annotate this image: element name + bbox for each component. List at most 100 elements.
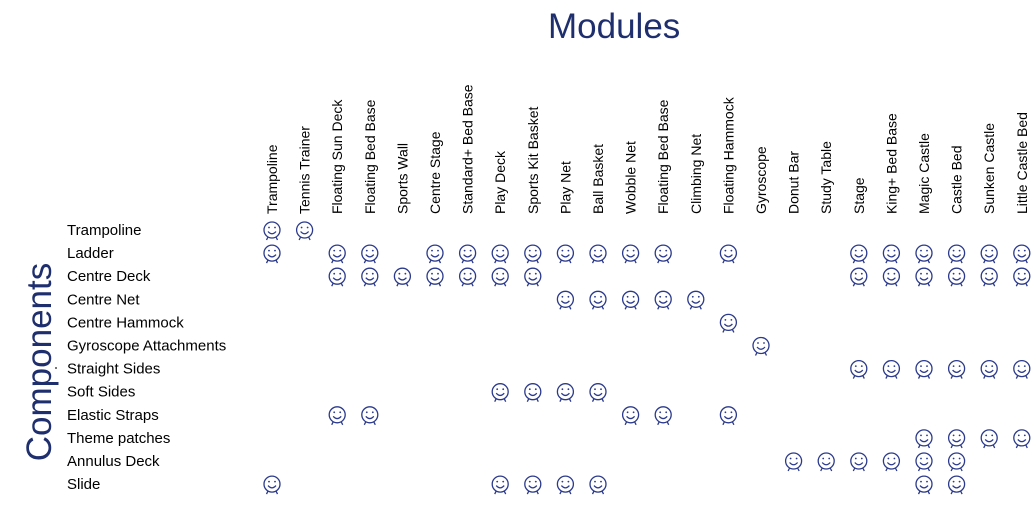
smiley-icon — [458, 244, 477, 264]
stray-dot — [55, 367, 57, 369]
row-label: Centre Hammock — [67, 314, 184, 331]
smiley-icon — [589, 475, 607, 495]
smiley-icon — [556, 244, 575, 264]
row-label: Trampoline — [67, 222, 141, 239]
row-label: Ladder — [67, 245, 114, 262]
smiley-icon — [980, 429, 998, 449]
smiley-icon — [556, 475, 575, 495]
smiley-icon — [947, 244, 966, 264]
smiley-icon — [491, 383, 509, 402]
smiley-icon — [1013, 359, 1031, 379]
smiley-icon — [361, 267, 379, 287]
row-label: Soft Sides — [67, 384, 135, 401]
column-label: Ball Basket — [590, 144, 606, 214]
smiley-icon — [850, 452, 868, 472]
column-label: Study Table — [818, 141, 834, 214]
smiley-icon — [458, 267, 477, 287]
row-label: Annulus Deck — [67, 453, 160, 470]
smiley-icon — [524, 383, 542, 402]
smiley-icon — [556, 290, 575, 310]
column-label: Play Net — [557, 161, 573, 214]
column-label: Donut Bar — [786, 151, 802, 214]
smiley-icon — [263, 221, 281, 241]
smiley-icon — [621, 406, 640, 426]
smiley-icon — [947, 475, 966, 495]
smiley-icon — [263, 475, 281, 495]
smiley-icon — [947, 452, 966, 472]
column-label: Climbing Net — [688, 134, 704, 214]
column-label: Floating Bed Base — [362, 99, 378, 214]
smiley-icon — [328, 267, 346, 287]
smiley-icon — [882, 244, 901, 264]
row-label: Straight Sides — [67, 361, 160, 378]
smiley-icon — [817, 452, 835, 472]
smiley-icon — [947, 429, 966, 449]
smiley-icon — [752, 336, 770, 356]
smiley-icon — [915, 452, 933, 472]
smiley-icon — [915, 244, 933, 264]
smiley-icon — [263, 244, 281, 264]
smiley-icon — [621, 290, 640, 310]
smiley-icon — [654, 290, 672, 310]
column-label: Sunken Castle — [981, 123, 997, 214]
smiley-icon — [850, 267, 868, 287]
smiley-icon — [328, 244, 346, 264]
smiley-icon — [980, 267, 998, 287]
smiley-icon — [980, 244, 998, 264]
smiley-icon — [915, 429, 933, 449]
smiley-icon — [361, 406, 379, 426]
smiley-icon — [491, 475, 509, 495]
row-label: Theme patches — [67, 430, 170, 447]
column-label: Trampoline — [264, 144, 280, 214]
smiley-icon — [621, 244, 640, 264]
column-label: Little Castle Bed — [1014, 112, 1030, 214]
smiley-icon — [882, 267, 901, 287]
column-label: Sports Kit Basket — [525, 107, 541, 214]
chart-title: Modules — [548, 7, 681, 46]
smiley-icon — [687, 290, 705, 310]
smiley-icon — [295, 221, 314, 241]
smiley-icon — [784, 452, 803, 472]
smiley-icon — [1013, 429, 1031, 449]
row-label: Elastic Straps — [67, 407, 159, 424]
column-label: Wobble Net — [623, 141, 639, 214]
smiley-icon — [1013, 244, 1031, 264]
smiley-icon — [361, 244, 379, 264]
smiley-icon — [491, 267, 509, 287]
column-label: Centre Stage — [427, 131, 443, 214]
column-label: Play Deck — [492, 150, 508, 214]
smiley-icon — [1013, 267, 1031, 287]
row-label: Centre Net — [67, 291, 140, 308]
smiley-icon — [393, 267, 412, 287]
row-label: Slide — [67, 476, 100, 493]
column-label: Sports Wall — [394, 143, 410, 214]
smiley-icon — [850, 244, 868, 264]
smiley-icon — [719, 406, 738, 426]
column-label: Floating Hammock — [720, 96, 736, 214]
smiley-icon — [947, 359, 966, 379]
smiley-icon — [524, 475, 542, 495]
column-label: King+ Bed Base — [883, 113, 899, 214]
smiley-icon — [556, 383, 575, 402]
smiley-icon — [915, 267, 933, 287]
smiley-icon — [328, 406, 346, 426]
smiley-icon — [426, 267, 444, 287]
smiley-icon — [491, 244, 509, 264]
smiley-icon — [589, 244, 607, 264]
smiley-icon — [719, 244, 738, 264]
smiley-icon — [654, 406, 672, 426]
column-label: Gyroscope — [753, 146, 769, 214]
column-label: Magic Castle — [916, 133, 932, 214]
smiley-icon — [882, 452, 901, 472]
smiley-icon — [850, 359, 868, 379]
column-label: Castle Bed — [949, 146, 965, 214]
column-label: Floating Bed Base — [655, 99, 671, 214]
smiley-icon — [915, 475, 933, 495]
column-label: Floating Sun Deck — [329, 99, 345, 214]
smiley-icon — [524, 267, 542, 287]
column-label: Standard+ Bed Base — [460, 84, 476, 214]
column-label: Stage — [851, 177, 867, 214]
